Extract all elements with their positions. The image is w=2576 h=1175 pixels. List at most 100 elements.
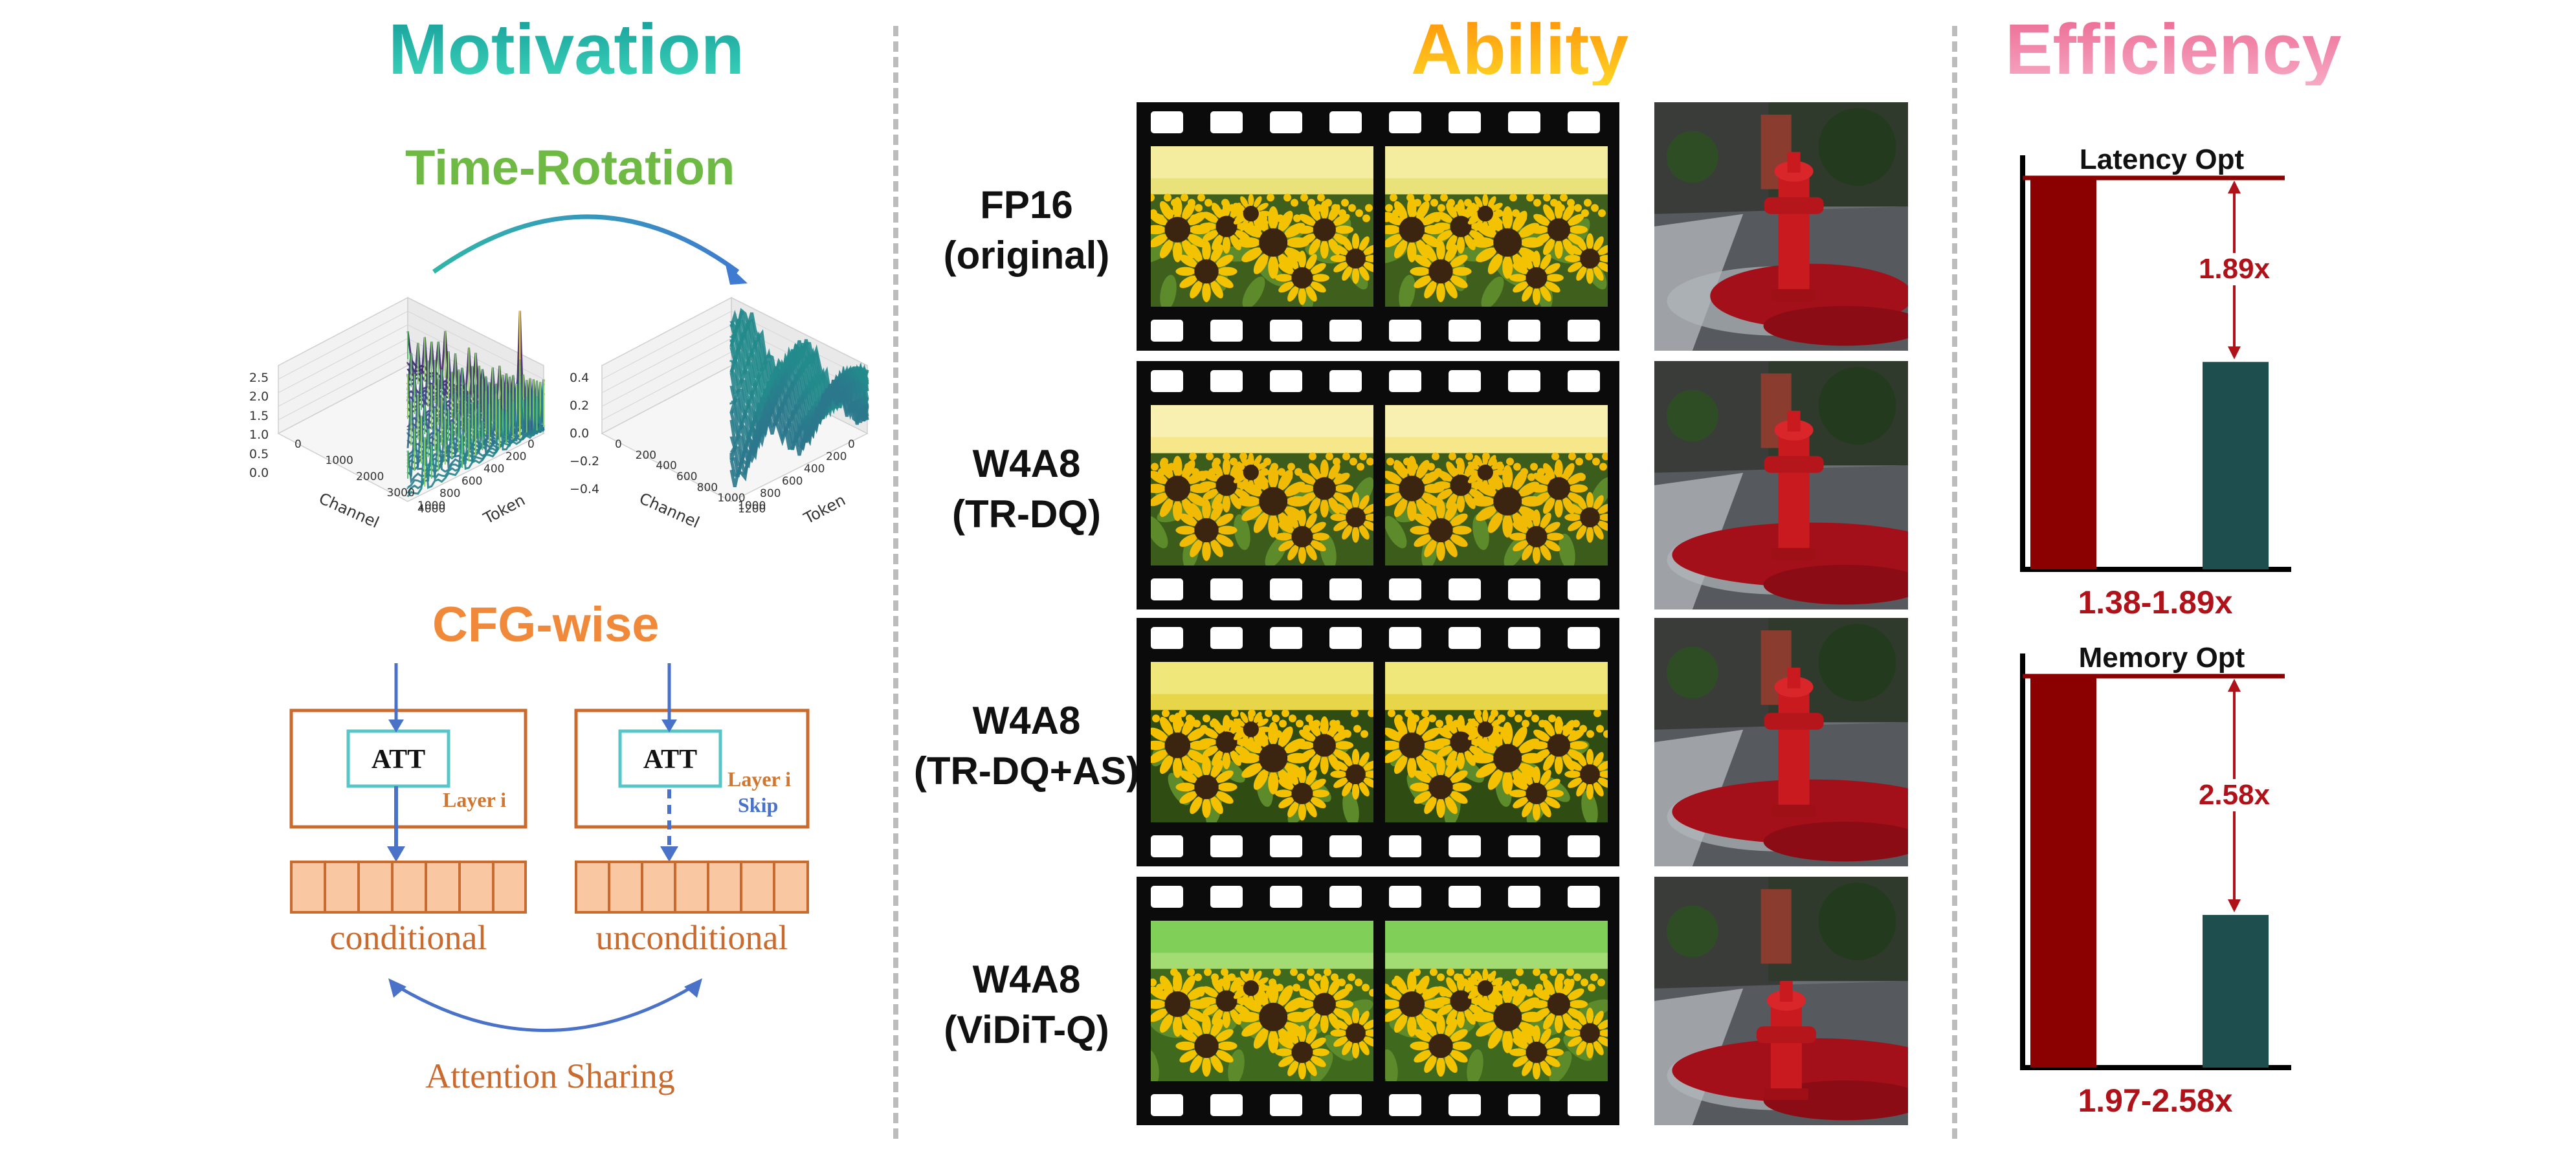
film-hole xyxy=(1210,111,1243,133)
row-label-method: W4A8 xyxy=(972,699,1081,742)
y-tick-label: 600 xyxy=(782,475,803,488)
film-hole xyxy=(1568,835,1600,857)
cfg-diagram xyxy=(289,663,810,1032)
film-hole xyxy=(1329,835,1362,857)
attention-sharing-caption: Attention Sharing xyxy=(425,1057,675,1095)
film-hole xyxy=(1508,111,1540,133)
film-strip-4 xyxy=(1137,877,1619,1125)
divider-left xyxy=(893,26,898,1139)
arrow-down-icon xyxy=(2228,899,2241,913)
time-rotation-arc xyxy=(432,214,748,285)
film-hole xyxy=(1329,370,1362,392)
film-hole xyxy=(1210,370,1243,392)
film-hole xyxy=(1449,835,1481,857)
film-hole xyxy=(1449,1094,1481,1116)
row-label-detail: (TR-DQ) xyxy=(952,492,1101,536)
z-tick-label: 0.5 xyxy=(249,446,269,461)
memory-ratio-label: 2.58x xyxy=(2189,778,2280,811)
y-tick-label: 800 xyxy=(439,487,461,500)
latency-baseline-bar xyxy=(2030,178,2096,569)
layer-label-left: Layer i xyxy=(443,788,507,811)
layer-label-right: Layer i xyxy=(727,767,792,791)
video-frame-2 xyxy=(1385,921,1608,1081)
film-hole xyxy=(1449,370,1481,392)
row-label-2: W4A8(TR-DQ) xyxy=(891,439,1162,540)
film-hole xyxy=(1449,111,1481,133)
film-hole xyxy=(1389,1094,1421,1116)
x-tick-label: 3000 xyxy=(386,487,415,500)
film-hole xyxy=(1270,886,1302,908)
film-hole xyxy=(1389,835,1421,857)
x-tick-label: 4000 xyxy=(417,503,446,516)
y-tick-label: 200 xyxy=(505,450,527,463)
film-hole xyxy=(1210,886,1243,908)
z-tick-label: −0.2 xyxy=(570,454,600,468)
film-hole xyxy=(1270,1094,1302,1116)
film-hole xyxy=(1389,578,1421,600)
film-hole xyxy=(1389,370,1421,392)
latency-title: Latency Opt xyxy=(2079,144,2245,175)
x-tick-label: 600 xyxy=(676,470,698,483)
film-hole xyxy=(1151,111,1183,133)
film-hole xyxy=(1151,370,1183,392)
film-hole xyxy=(1151,835,1183,857)
film-hole xyxy=(1329,320,1362,342)
att-label-right: ATT xyxy=(643,745,698,774)
film-hole xyxy=(1210,320,1243,342)
hydrant-image-1 xyxy=(1654,102,1908,351)
film-hole xyxy=(1151,886,1183,908)
y-tick-label: 600 xyxy=(461,475,483,488)
video-frame-2 xyxy=(1385,146,1608,307)
plot-3d-before xyxy=(277,296,545,502)
conditional-token-strip xyxy=(290,861,527,914)
z-tick-label: 0.0 xyxy=(570,426,590,441)
y-tick-label: 400 xyxy=(483,463,505,476)
film-strip-1 xyxy=(1137,102,1619,351)
latency-ratio-label: 1.89x xyxy=(2189,253,2280,286)
hydrant-image-3 xyxy=(1654,618,1908,866)
video-frame-1 xyxy=(1151,146,1373,307)
att-label-left: ATT xyxy=(371,745,426,774)
y-tick-label: 0 xyxy=(527,438,535,451)
x-tick-label: 2000 xyxy=(356,470,384,483)
film-hole xyxy=(1568,370,1600,392)
film-hole xyxy=(1568,1094,1600,1116)
x-tick-label: 0 xyxy=(294,438,302,451)
z-tick-label: 0.4 xyxy=(570,371,590,385)
film-hole xyxy=(1329,627,1362,649)
video-frame-1 xyxy=(1151,662,1373,822)
conditional-caption: conditional xyxy=(329,918,487,957)
x-tick-label: 800 xyxy=(696,481,718,494)
film-hole xyxy=(1568,886,1600,908)
film-hole xyxy=(1508,370,1540,392)
row-label-detail: (ViDiT-Q) xyxy=(944,1008,1109,1051)
film-hole xyxy=(1270,578,1302,600)
film-hole xyxy=(1151,1094,1183,1116)
film-hole xyxy=(1270,111,1302,133)
z-tick-label: 0.0 xyxy=(249,466,269,480)
arrow-down-icon xyxy=(2228,346,2241,360)
film-hole xyxy=(1389,627,1421,649)
memory-title: Memory Opt xyxy=(2078,642,2245,674)
row-label-detail: (TR-DQ+AS) xyxy=(913,749,1140,793)
z-tick-label: 1.5 xyxy=(249,408,269,423)
x-tick-label: 1000 xyxy=(717,492,746,505)
film-hole xyxy=(1449,320,1481,342)
memory-baseline-bar xyxy=(2030,676,2096,1068)
film-hole xyxy=(1508,886,1540,908)
row-label-method: W4A8 xyxy=(972,958,1081,1001)
film-hole xyxy=(1210,578,1243,600)
time-rotation-title: Time-Rotation xyxy=(405,140,735,195)
row-label-method: FP16 xyxy=(980,183,1073,226)
skip-label: Skip xyxy=(738,793,779,817)
row-label-3: W4A8 (TR-DQ+AS) xyxy=(891,696,1162,796)
y-tick-label: 1000 xyxy=(738,500,766,512)
row-label-detail: (original) xyxy=(943,234,1110,277)
plot-3d-after xyxy=(601,296,869,502)
x-tick-label: 1200 xyxy=(738,503,766,516)
z-tick-label: −0.4 xyxy=(570,482,600,496)
film-hole xyxy=(1270,835,1302,857)
y-tick-label: 400 xyxy=(804,463,825,476)
film-hole xyxy=(1329,578,1362,600)
